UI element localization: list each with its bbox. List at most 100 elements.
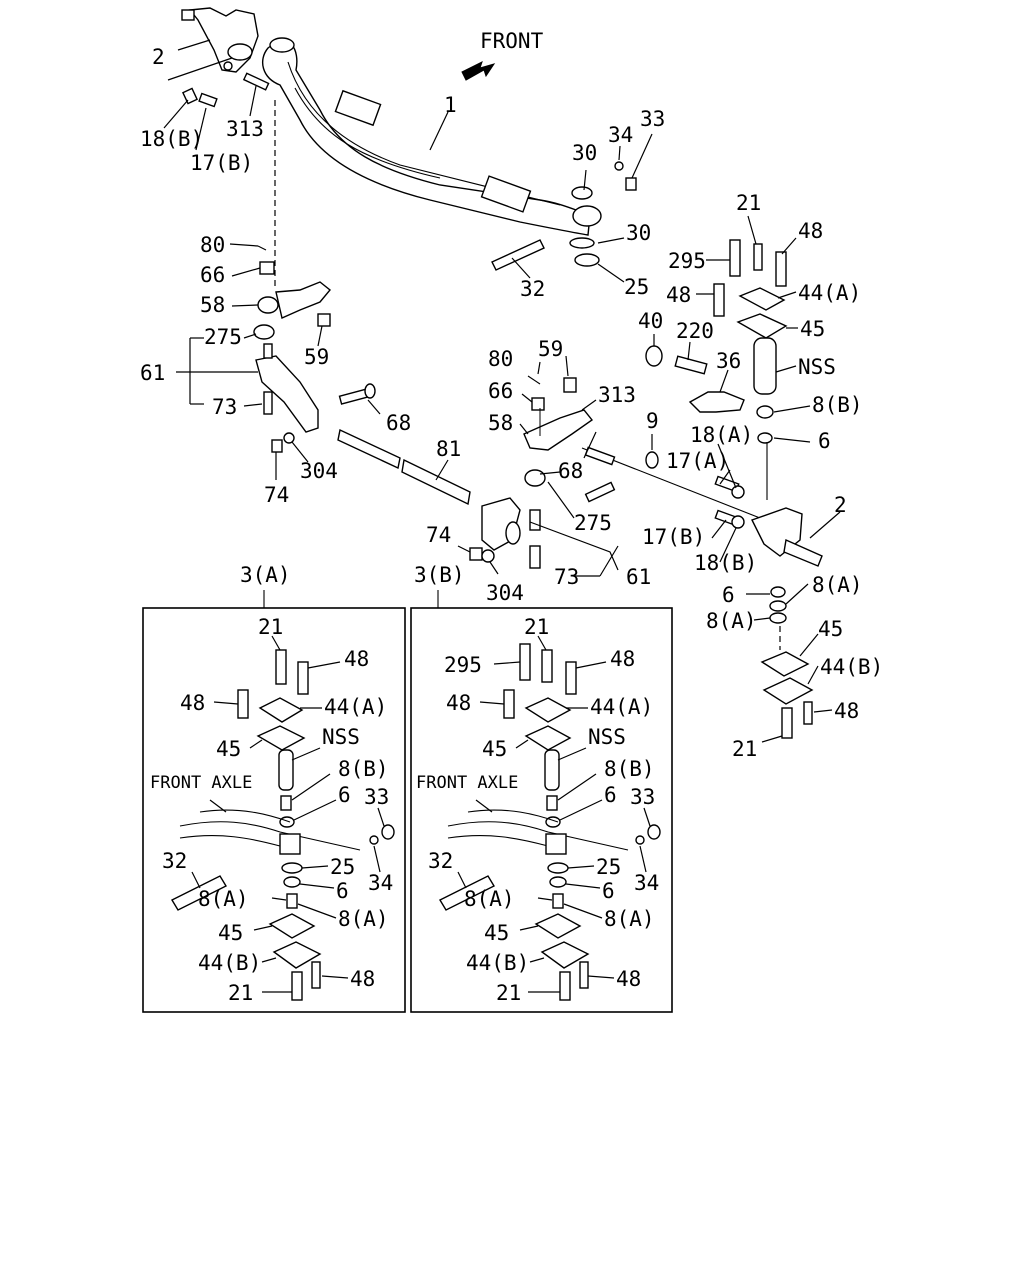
callout: 313 <box>226 117 264 141</box>
leader-lines <box>163 39 841 743</box>
inset-3a-title: 3(A) <box>240 563 291 587</box>
callout: 48 <box>446 691 471 715</box>
inset-a-parts <box>171 649 395 1001</box>
callout: 313 <box>598 383 636 407</box>
callout: 44(A) <box>324 695 387 719</box>
callout: 59 <box>538 337 563 361</box>
kingpin-upper-right <box>645 239 823 567</box>
callout: 74 <box>426 523 451 547</box>
callout: 275 <box>204 325 242 349</box>
callout: 8(A) <box>338 907 389 931</box>
steering-knuckle-left <box>181 7 259 73</box>
callout: 73 <box>554 565 579 589</box>
callout: 34 <box>634 871 659 895</box>
callout: 8(A) <box>812 573 863 597</box>
bolt-68-left <box>338 383 376 405</box>
callout: 33 <box>640 107 665 131</box>
callout: 73 <box>212 395 237 419</box>
callout: 6 <box>602 879 615 903</box>
callout: 44(B) <box>466 951 529 975</box>
callout: 48 <box>834 699 859 723</box>
callout: 220 <box>676 319 714 343</box>
callout: 44(B) <box>198 951 261 975</box>
callout: 33 <box>630 785 655 809</box>
left-arm-assembly <box>253 245 331 453</box>
callout: 21 <box>258 615 283 639</box>
callout: 8(B) <box>338 757 389 781</box>
front-axle-label: FRONT AXLE <box>416 773 518 793</box>
callout: 6 <box>336 879 349 903</box>
callout: 18(B) <box>140 127 203 151</box>
kingpin-lower-right <box>760 586 814 739</box>
inset-box-3a <box>142 607 406 1013</box>
callout: 30 <box>572 141 597 165</box>
tie-rod <box>337 428 521 551</box>
callout: 32 <box>162 849 187 873</box>
callout: 6 <box>604 783 617 807</box>
bolts-top-left <box>182 72 270 108</box>
callout: 8(A) <box>198 887 249 911</box>
callout: 40 <box>638 309 663 333</box>
callout: 18(B) <box>694 551 757 575</box>
callout: 45 <box>218 921 243 945</box>
callout: 17(B) <box>642 525 705 549</box>
callout: 32 <box>520 277 545 301</box>
callout: 45 <box>482 737 507 761</box>
callout: 17(A) <box>666 449 729 473</box>
callout: 275 <box>574 511 612 535</box>
callout: 21 <box>228 981 253 1005</box>
callout: 6 <box>722 583 735 607</box>
front-axle-label: FRONT AXLE <box>150 773 252 793</box>
spring-shackle-right <box>491 161 637 271</box>
callout: 17(B) <box>190 151 253 175</box>
inset-box-3b <box>410 607 673 1013</box>
inset-leader-lines <box>191 635 651 993</box>
callout: 48 <box>350 967 375 991</box>
callout: 80 <box>488 347 513 371</box>
callout: 61 <box>140 361 165 385</box>
callout: 61 <box>626 565 651 589</box>
callout: 21 <box>732 737 757 761</box>
callout: 74 <box>264 483 289 507</box>
callout: 30 <box>626 221 651 245</box>
callout: 1 <box>444 93 457 117</box>
callout: 68 <box>558 459 583 483</box>
callout: 81 <box>436 437 461 461</box>
callout: 9 <box>646 409 659 433</box>
callout: 44(B) <box>820 655 883 679</box>
callout: 8(B) <box>604 757 655 781</box>
callout: 45 <box>818 617 843 641</box>
main-callouts: 2 18(B) 17(B) 313 1 30 34 33 30 25 32 80… <box>140 45 883 761</box>
callout: 34 <box>608 123 633 147</box>
callout: 21 <box>524 615 549 639</box>
callout: 59 <box>304 345 329 369</box>
callout: 295 <box>444 653 482 677</box>
callout: 8(A) <box>706 609 757 633</box>
callout: 25 <box>330 855 355 879</box>
callout: NSS <box>322 725 360 749</box>
inset-a-callouts: FRONT AXLE 21 48 48 44(A) 45 NSS 8(B) 6 … <box>150 615 393 1005</box>
callout: 21 <box>496 981 521 1005</box>
callout: NSS <box>798 355 836 379</box>
callout: 8(B) <box>812 393 863 417</box>
callout: NSS <box>588 725 626 749</box>
callout: 25 <box>624 275 649 299</box>
callout: 304 <box>486 581 524 605</box>
callout: 36 <box>716 349 741 373</box>
front-direction-label: FRONT <box>480 29 544 53</box>
callout: 25 <box>596 855 621 879</box>
callout: 80 <box>200 233 225 257</box>
callout: 48 <box>798 219 823 243</box>
center-arm-assembly <box>469 375 616 569</box>
callout: 44(A) <box>590 695 653 719</box>
callout: 21 <box>736 191 761 215</box>
callout: 32 <box>428 849 453 873</box>
bolt-313-center <box>584 446 616 466</box>
axle-beam <box>261 37 602 236</box>
callout: 2 <box>834 493 847 517</box>
callout: 8(A) <box>604 907 655 931</box>
inset-b-parts <box>439 643 661 1001</box>
callout: 45 <box>484 921 509 945</box>
callout: 304 <box>300 459 338 483</box>
